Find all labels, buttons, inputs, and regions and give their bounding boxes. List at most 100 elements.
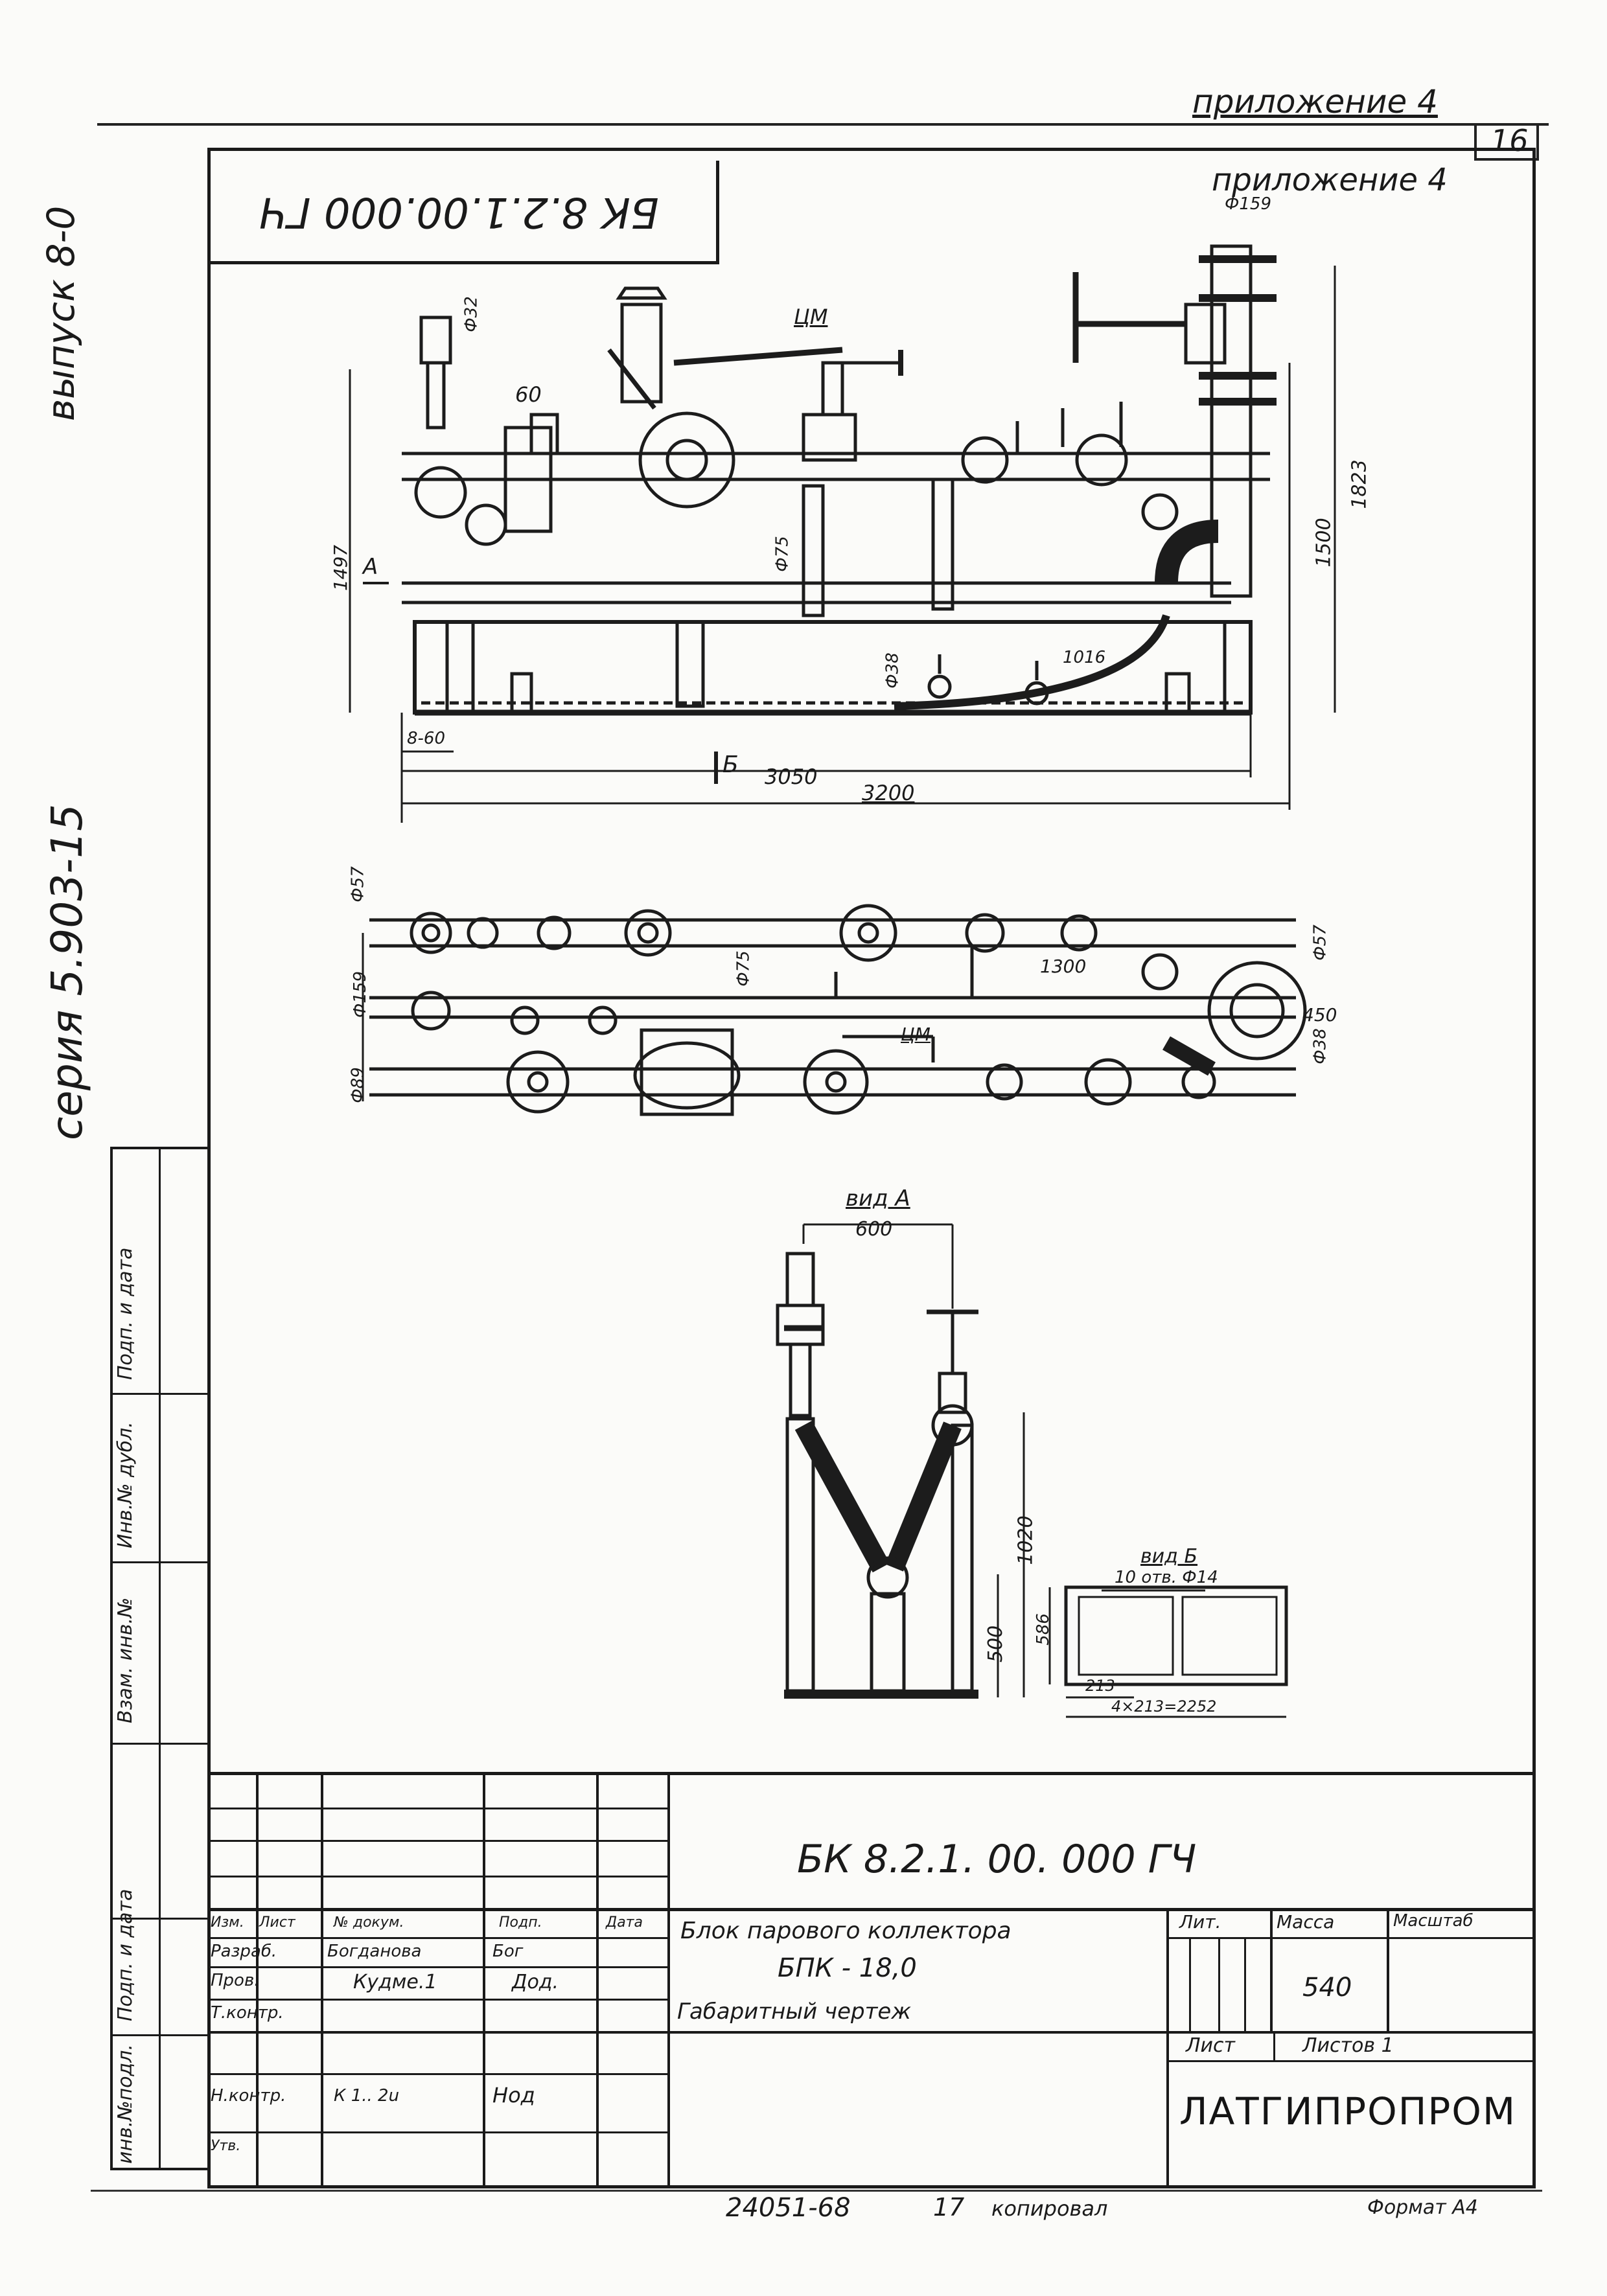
mass-value: 540 <box>1302 1973 1352 2003</box>
plan-label-phi38: Ф38 <box>1310 1028 1330 1064</box>
tb-h1 <box>207 1808 667 1809</box>
tb-h7 <box>207 1999 667 2001</box>
tb-h6 <box>207 1966 667 1968</box>
view-b-dim-586: 586 <box>1033 1613 1053 1646</box>
margin-row-3 <box>110 1743 207 1745</box>
sheet-number: 16 <box>1490 123 1529 158</box>
front-label-8-60: 8-60 <box>407 729 446 748</box>
tb-h2 <box>207 1840 667 1842</box>
tb-right-v3 <box>1387 1908 1389 2031</box>
mirrored-code-box <box>207 161 719 264</box>
sheet-label: Лист <box>1186 2034 1236 2057</box>
top-rule <box>97 123 1549 126</box>
doc-type: Габаритный чертеж <box>677 1999 911 2025</box>
front-label-1016: 1016 <box>1063 648 1106 667</box>
role-1: Пров. <box>211 1971 260 1990</box>
hdr-sign: Подп. <box>499 1914 542 1931</box>
plan-label-phi159: Ф159 <box>351 970 371 1018</box>
title-block <box>207 1772 1536 2188</box>
margin-row-5 <box>110 2034 207 2036</box>
front-label-3050: 3050 <box>765 764 818 789</box>
tb-v3 <box>483 1772 485 2188</box>
view-b <box>1048 1585 1288 1718</box>
front-label-phi38: Ф38 <box>883 652 903 689</box>
plan-label-450: 450 <box>1302 1004 1337 1026</box>
role-0: Разраб. <box>211 1942 277 1961</box>
role-1-name: Кудме.1 <box>353 1971 437 1993</box>
tb-right-h2 <box>1166 2060 1536 2062</box>
appendix-inner: приложение 4 <box>1212 162 1448 198</box>
hdr-izm: Изм. <box>211 1914 244 1931</box>
sheet-number-box <box>1474 123 1539 161</box>
tb-right-v1 <box>1166 1908 1169 2188</box>
mass-label: Масса <box>1277 1911 1335 1933</box>
footer-format: Формат А4 <box>1367 2196 1478 2219</box>
tb-right-h1 <box>1166 1937 1536 1939</box>
role-3-sign: Нод <box>492 2083 535 2107</box>
margin-row-4 <box>110 1918 207 1920</box>
tb-h10 <box>207 2131 667 2133</box>
margin-column-divider <box>159 1147 161 2170</box>
view-b-title: вид Б <box>1140 1545 1198 1568</box>
tb-v2 <box>321 1772 323 2188</box>
view-a <box>776 1223 1025 1699</box>
view-a-dim-1020: 1020 <box>1014 1515 1037 1565</box>
sheets-label: Листов 1 <box>1302 2034 1394 2057</box>
front-label-3200: 3200 <box>862 781 915 805</box>
role-3-name: К 1.. 2u <box>334 2086 400 2106</box>
tb-h4 <box>207 1908 1536 1911</box>
view-b-holes: 10 отв. Ф14 <box>1115 1568 1218 1587</box>
hdr-doc: № докум. <box>334 1914 404 1931</box>
view-a-dim-600: 600 <box>855 1218 893 1241</box>
plan-view <box>362 904 1307 1116</box>
plan-label-phi89: Ф89 <box>348 1067 368 1103</box>
role-3: Н.контр. <box>211 2086 286 2106</box>
view-b-dim-213: 213 <box>1085 1677 1115 1695</box>
role-2: Т.контр. <box>211 2003 284 2023</box>
front-label-phi75: Ф75 <box>772 536 792 572</box>
front-label-60: 60 <box>515 382 542 407</box>
footer-copied: копировал <box>991 2196 1108 2221</box>
plan-label-phi75: Ф75 <box>734 950 754 987</box>
hdr-list: Лист <box>259 1914 295 1931</box>
tb-v4 <box>596 1772 599 2188</box>
view-a-dim-500: 500 <box>984 1625 1008 1663</box>
front-label-cm: ЦМ <box>794 304 828 329</box>
organization: ЛАТГИПРОПРОМ <box>1179 2089 1517 2133</box>
plan-label-cm: ЦМ <box>901 1024 931 1045</box>
margin-row-2 <box>110 1561 207 1563</box>
doc-code: БК 8.2.1. 00. 000 ГЧ <box>797 1837 1197 1882</box>
lit-label: Лит. <box>1179 1911 1221 1933</box>
front-label-1497: 1497 <box>330 544 352 591</box>
view-b-dim-total: 4×213=2252 <box>1111 1697 1217 1716</box>
role-0-sign: Бог <box>492 1942 524 1961</box>
front-label-1823: 1823 <box>1348 459 1371 509</box>
tb-h8 <box>207 2031 1536 2034</box>
role-4: Утв. <box>211 2138 241 2154</box>
tb-h3 <box>207 1876 667 1877</box>
front-label-phi32: Ф32 <box>461 296 481 332</box>
view-a-title: вид А <box>846 1186 910 1211</box>
footer-rule <box>91 2190 1542 2192</box>
tb-lit-v3 <box>1244 1937 1246 2031</box>
role-1-sign: Дод. <box>512 1971 559 1993</box>
tb-sheet-v <box>1273 2031 1275 2060</box>
plan-label-phi57-right: Ф57 <box>1310 924 1330 961</box>
drawing-frame <box>207 148 1536 2188</box>
tb-h5 <box>207 1937 667 1939</box>
tb-lit-v1 <box>1189 1937 1191 2031</box>
product-code: БПК - 18,0 <box>778 1953 917 1983</box>
tb-v5 <box>667 1772 670 2188</box>
footer-inv-no: 24051-68 <box>726 2193 851 2223</box>
tb-v1 <box>256 1772 259 2188</box>
plan-label-phi57-left: Ф57 <box>348 866 368 902</box>
front-label-view-b: Б <box>723 752 739 778</box>
front-label-view-a-arrow: А <box>363 554 378 580</box>
role-0-name: Богданова <box>327 1942 422 1961</box>
front-label-phi159: Ф159 <box>1225 194 1272 214</box>
tb-lit-v2 <box>1218 1937 1220 2031</box>
plan-label-1300: 1300 <box>1040 956 1087 977</box>
margin-row-1 <box>110 1393 207 1395</box>
